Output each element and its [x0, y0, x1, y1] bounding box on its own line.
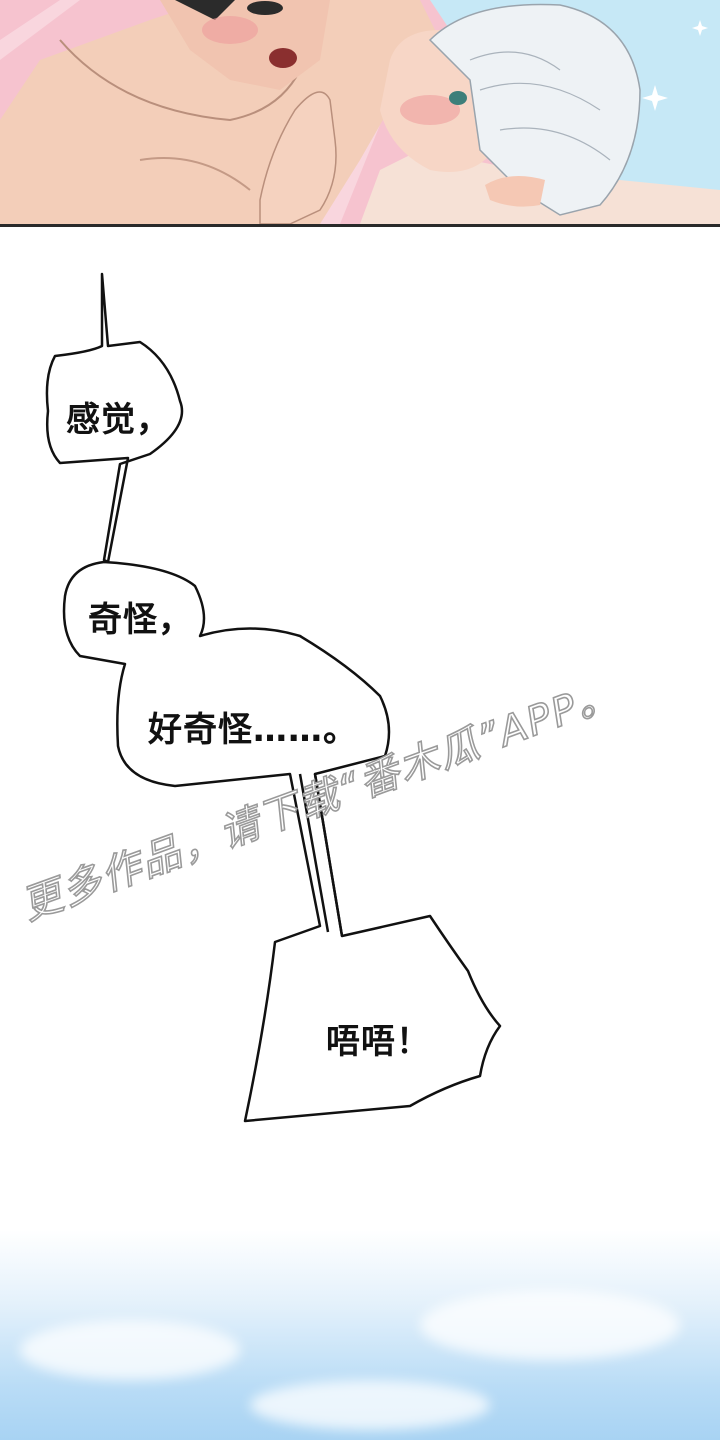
sky-background [0, 1230, 720, 1440]
balloon-1-outline [45, 272, 184, 564]
balloon-2-3-outline [62, 560, 502, 1123]
balloon-outlines [45, 272, 502, 1123]
balloon-1-text: 感觉， [66, 400, 171, 440]
balloon-4-text: 唔唔！ [326, 1022, 431, 1062]
manga-panel-top [0, 0, 720, 227]
cloud [20, 1320, 240, 1380]
balloon-3-text: 好奇怪……。 [148, 710, 358, 750]
couple-illustration [0, 0, 720, 224]
speech-balloons: 感觉， 奇怪， 好奇怪……。 唔唔！ [0, 226, 720, 1186]
cloud [250, 1380, 490, 1430]
cloud [420, 1290, 680, 1360]
balloon-2-text: 奇怪， [88, 600, 193, 640]
